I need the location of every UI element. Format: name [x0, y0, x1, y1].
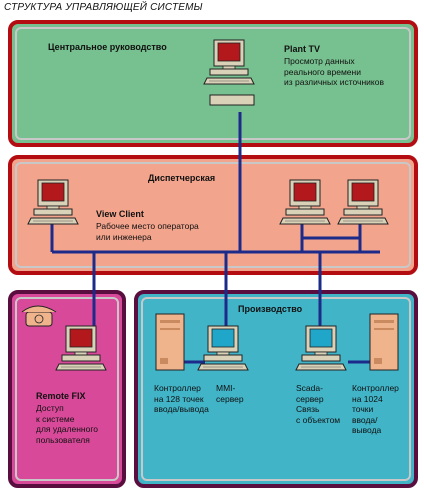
plant-tv-description: Просмотр данных реального времени из раз…: [284, 56, 384, 87]
scada-server-computer-icon: [295, 325, 347, 371]
plant-tv-title: Plant TV: [284, 44, 321, 54]
controller-1024-label: Контроллер на 1024 точки ввода/ вывода: [352, 383, 399, 435]
mmi-server-label: MMI- сервер: [216, 383, 244, 404]
controller-128-label: Контроллер на 128 точек ввода/вывода: [154, 383, 209, 414]
controller-128-tower-icon: [155, 313, 185, 371]
production-heading: Производство: [238, 304, 303, 314]
network-lines: [50, 112, 380, 364]
central-heading: Центральное руководство: [48, 42, 167, 52]
controller-1024-tower-icon: [369, 313, 399, 371]
mmi-server-computer-icon: [197, 325, 249, 371]
scada-server-label: Scada- сервер Связь с объектом: [296, 383, 341, 425]
plant-tv-computer-icon: [203, 39, 255, 85]
dispatch-computer-2-icon: [279, 179, 331, 225]
dispatch-heading: Диспетчерская: [148, 173, 216, 183]
view-client-computer-icon: [27, 179, 79, 225]
diagram-title: СТРУКТУРА УПРАВЛЯЮЩЕЙ СИСТЕМЫ: [4, 2, 203, 13]
remote-fix-title: Remote FIX: [36, 391, 86, 401]
remote-fix-computer-icon: [55, 325, 107, 371]
view-client-description: Рабочее место оператора или инженера: [96, 221, 199, 242]
view-client-title: View Client: [96, 209, 144, 219]
telephone-icon: [21, 305, 57, 327]
dispatch-computer-3-icon: [337, 179, 389, 225]
remote-fix-description: Доступ к системе для удаленного пользова…: [36, 403, 98, 445]
